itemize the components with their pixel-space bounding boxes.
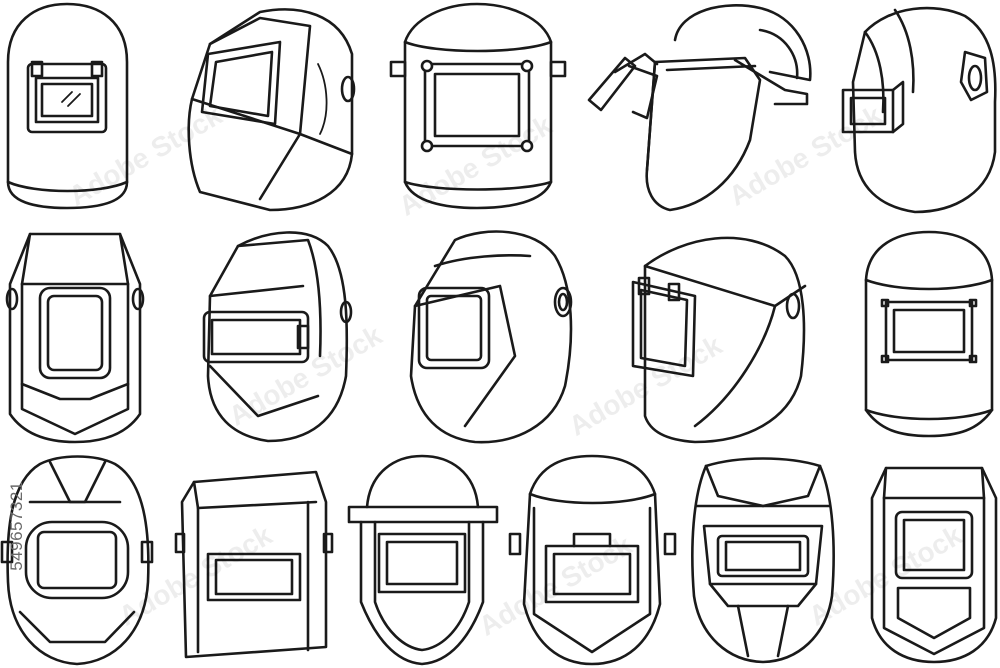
side-rect-lens-helmet-icon xyxy=(198,226,358,446)
hinged-flip-visor-helmet-icon xyxy=(625,226,810,446)
handle-lens-helmet-icon xyxy=(508,454,677,666)
cap-with-face-shield-icon xyxy=(345,452,500,667)
angled-front-helmet-icon xyxy=(0,224,150,446)
stock-id-label: 549657321 xyxy=(6,430,26,630)
front-bolted-lens-helmet-icon xyxy=(858,230,1000,440)
hard-hat-face-shield-icon xyxy=(585,0,820,215)
side-angled-helmet-icon xyxy=(180,4,360,214)
square-lens-four-bolts-helmet-icon xyxy=(385,2,570,212)
wide-mask-helmet-icon xyxy=(688,456,838,664)
front-flip-lens-helmet-icon xyxy=(0,2,135,212)
side-profile-lens-box-helmet-icon xyxy=(835,2,1000,217)
auto-dark-rounded-helmet-icon xyxy=(0,452,155,667)
stock-id-text: 549657321 xyxy=(7,481,26,571)
tall-front-helmet-icon xyxy=(868,458,1000,664)
three-quarter-helmet-icon xyxy=(405,226,580,446)
boxy-front-helmet-icon xyxy=(174,462,334,667)
